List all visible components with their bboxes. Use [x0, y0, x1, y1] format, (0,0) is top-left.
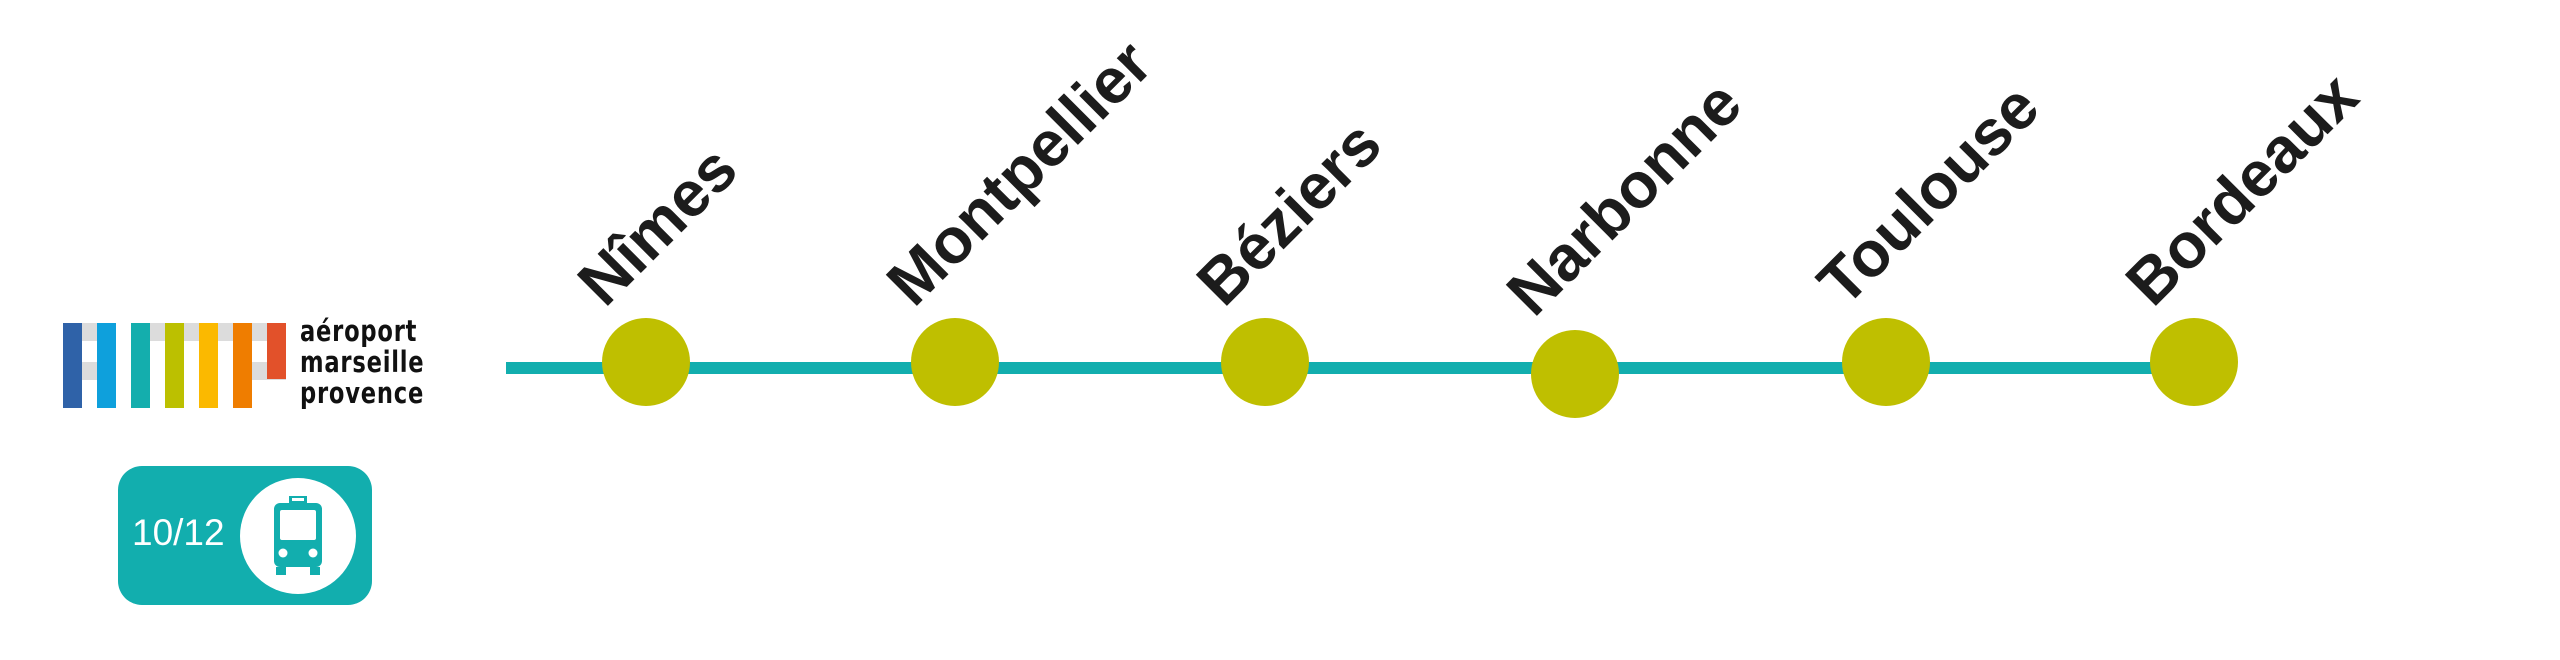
stop-marker-toulouse [1842, 318, 1930, 406]
logo-bar [63, 323, 82, 408]
logo-bar [165, 323, 184, 408]
logo-bar [97, 323, 116, 408]
stop-label-nimes: Nîmes [563, 132, 751, 319]
route-line [506, 362, 2196, 374]
logo-bar [131, 323, 150, 408]
stop-marker-bordeaux [2150, 318, 2238, 406]
bus-line-badge: 10/12 [118, 466, 372, 605]
stop-label-narbonne: Narbonne [1492, 66, 1756, 329]
logo-bar [233, 323, 252, 408]
logo-bar [199, 323, 218, 408]
stop-label-toulouse: Toulouse [1803, 70, 2053, 319]
stop-marker-narbonne [1531, 330, 1619, 418]
logo-text: aéroport marseille provence [300, 316, 424, 409]
stop-marker-montpellier [911, 318, 999, 406]
logo-line: aéroport [300, 314, 418, 348]
logo-line: marseille [300, 345, 425, 379]
stop-marker-beziers [1221, 318, 1309, 406]
bus-icon [240, 478, 356, 594]
stop-marker-nimes [602, 318, 690, 406]
logo-line: provence [300, 376, 425, 410]
stop-label-beziers: Béziers [1182, 106, 1395, 319]
logo-bar [267, 323, 286, 379]
stop-label-bordeaux: Bordeaux [2111, 59, 2372, 319]
stop-label-montpellier: Montpellier [872, 26, 1166, 319]
bus-line-number: 10/12 [132, 512, 225, 553]
